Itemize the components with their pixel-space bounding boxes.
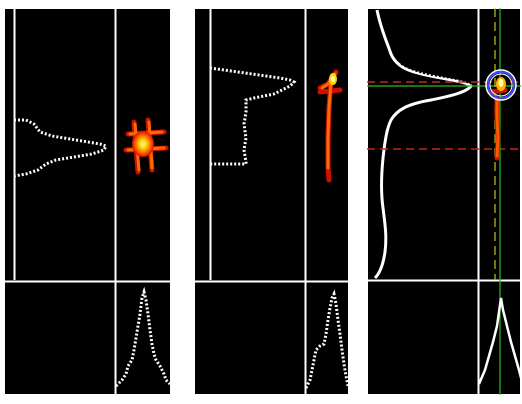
panel-3-bottom-profile	[477, 297, 521, 385]
panel-2	[194, 8, 349, 395]
panel-2-frame	[194, 8, 349, 395]
panel-1-heatmap-spot	[123, 117, 169, 175]
panel-2-heatmap-streak	[317, 69, 343, 183]
panel-3	[367, 8, 521, 395]
panel-2-bottom-profile	[304, 289, 349, 389]
panel-3-vertical-profile	[373, 9, 473, 280]
panel-1	[4, 8, 171, 395]
panel-2-vertical-profile	[209, 66, 297, 166]
panel-3-heatmap-streak	[488, 77, 508, 161]
panel-1-frame	[4, 8, 171, 395]
panel-1-canvas	[4, 8, 171, 395]
panel-1-bottom-profile	[114, 286, 171, 388]
panel-1-vertical-profile	[13, 118, 109, 178]
panel-2-canvas	[194, 8, 349, 395]
target-circle-icon[interactable]	[485, 69, 517, 101]
panel-3-frame	[367, 8, 521, 395]
panel-3-crosshair	[367, 8, 521, 395]
panel-3-canvas	[367, 8, 521, 395]
